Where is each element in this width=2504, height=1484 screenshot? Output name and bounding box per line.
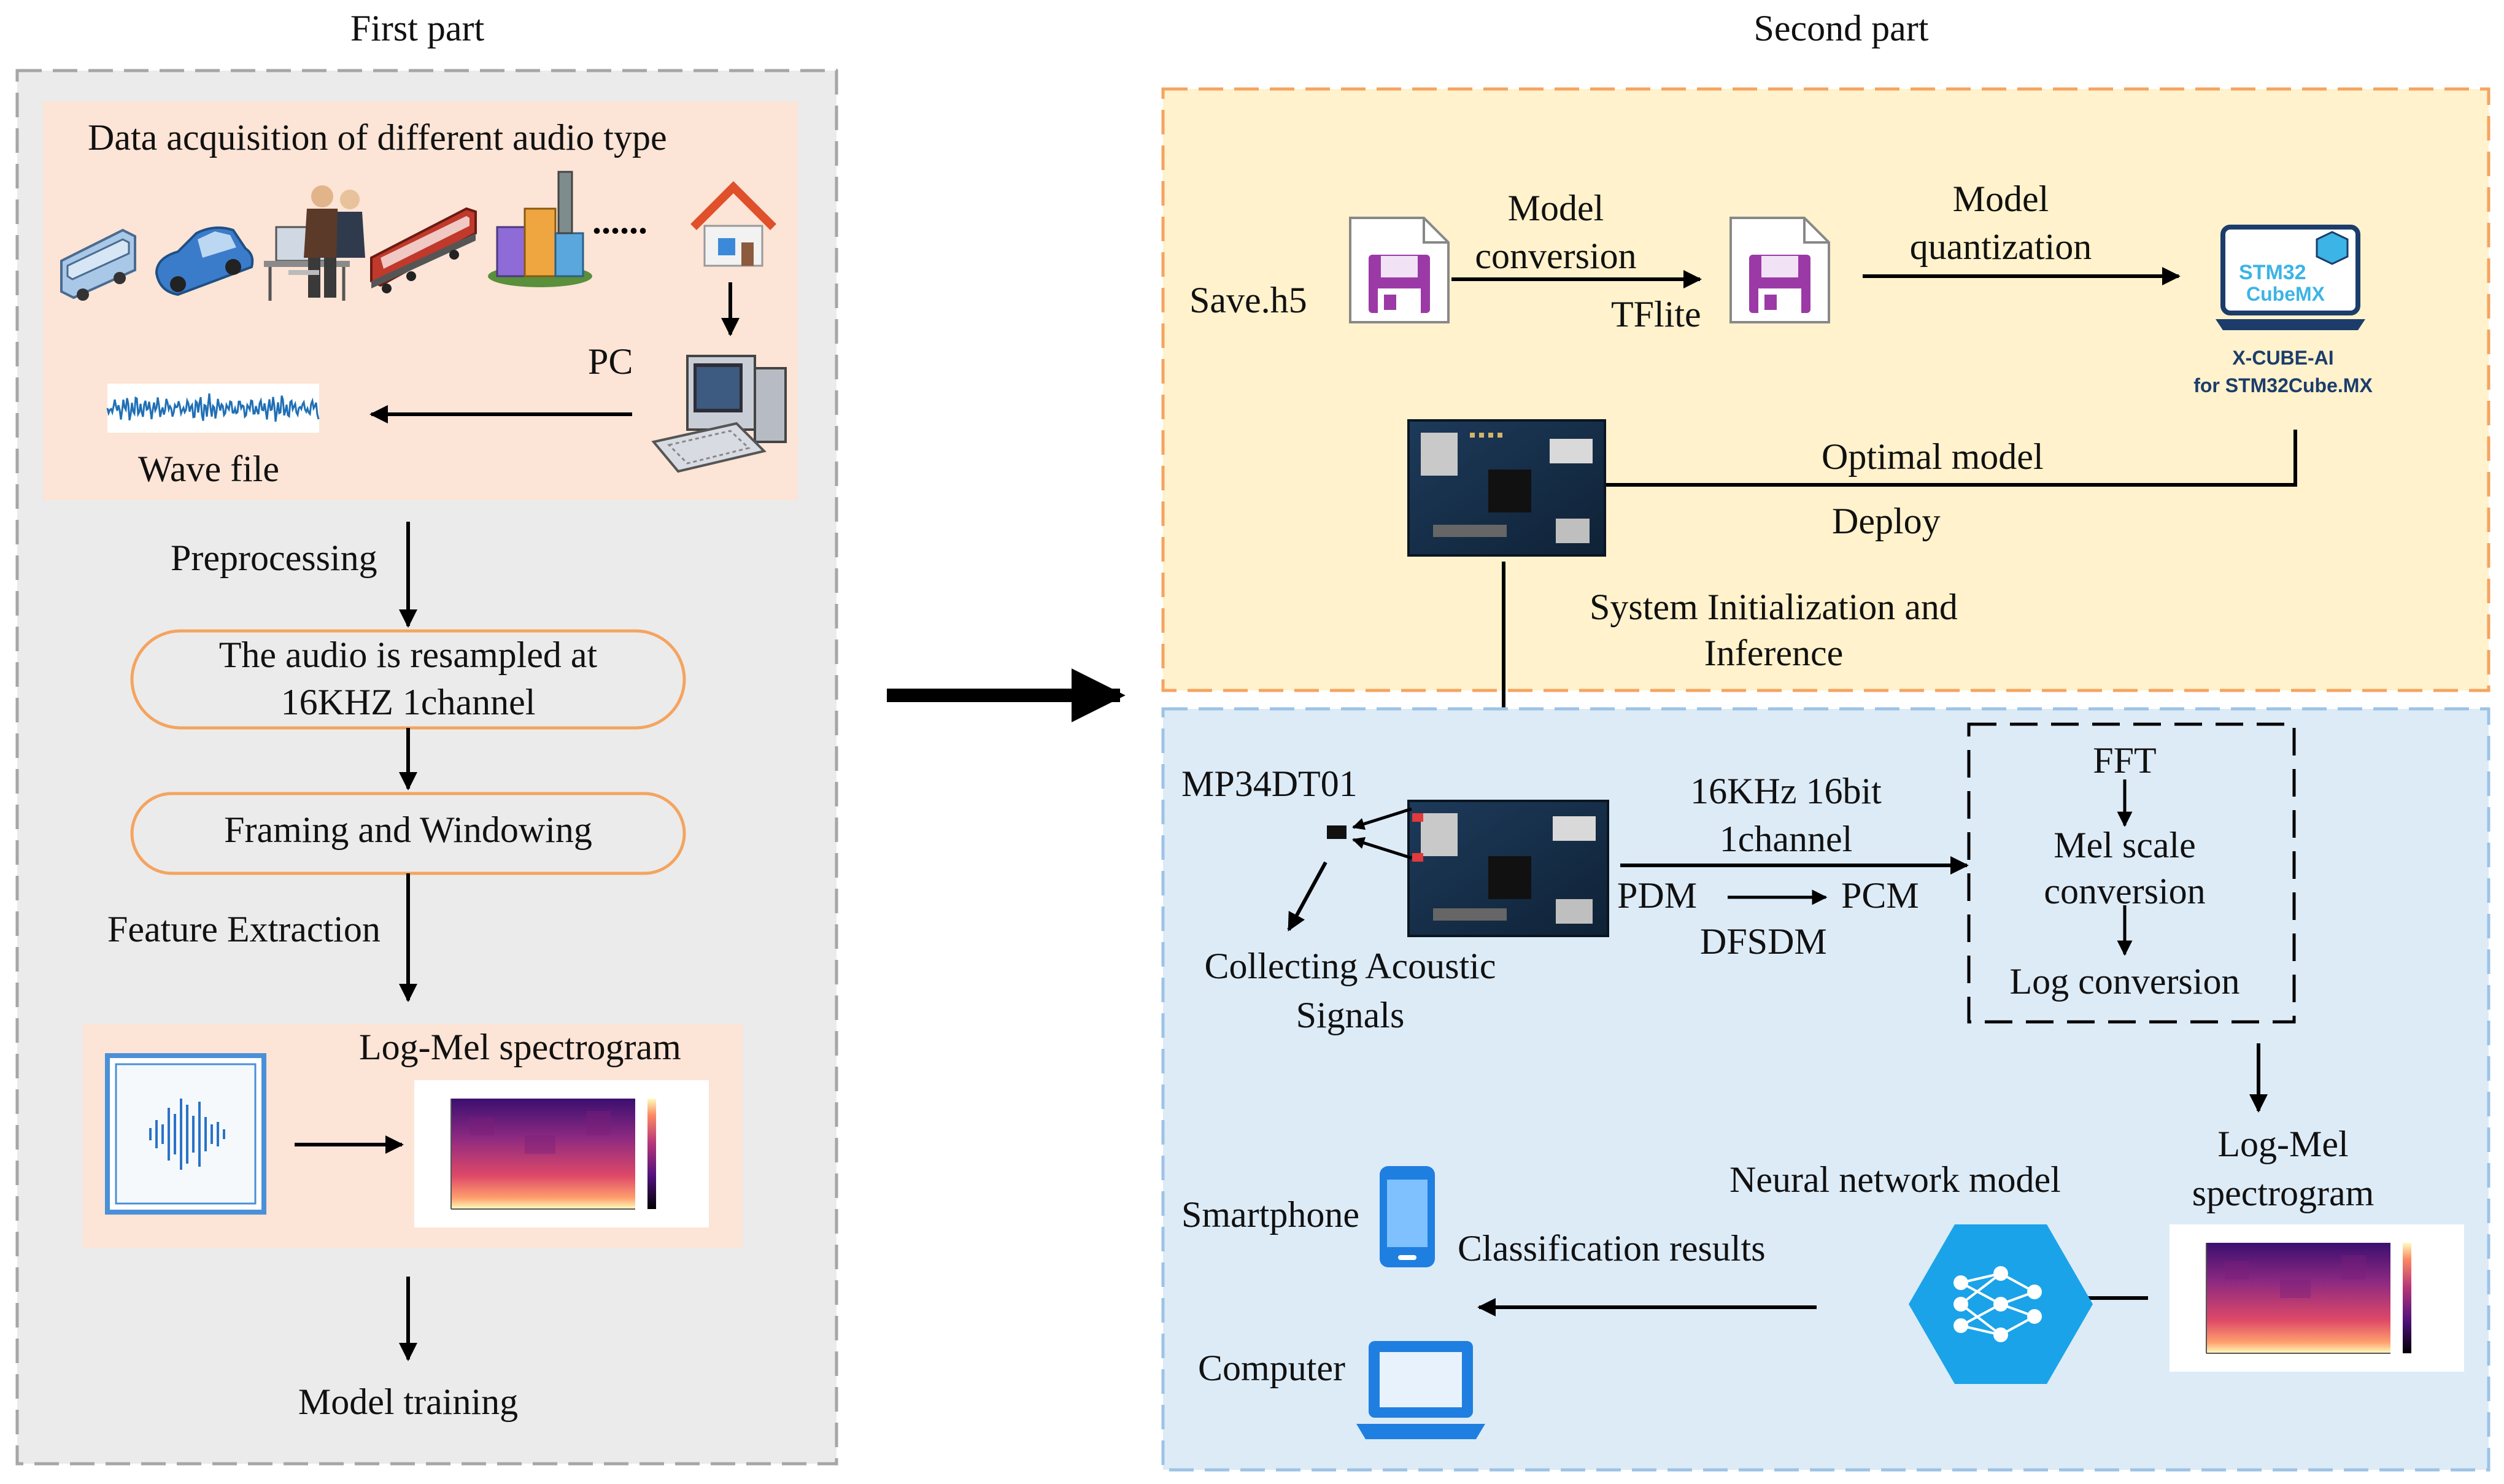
optimal-model-label: Optimal model <box>1822 436 2044 477</box>
pdm-label: PDM <box>1617 875 1698 916</box>
laptop-icon <box>1356 1341 1485 1439</box>
acquisition-box <box>43 101 798 500</box>
collecting-line-1: Collecting Acoustic <box>1204 946 1496 986</box>
tflite-file-icon <box>1729 217 1830 323</box>
spectrogram-icon <box>2170 1224 2464 1372</box>
acquisition-label: Data acquisition of different audio type <box>88 117 667 158</box>
save-h5-label: Save.h5 <box>1189 280 1307 320</box>
h5-file-icon <box>1349 217 1450 323</box>
house-icon <box>690 181 776 267</box>
mic-label: MP34DT01 <box>1181 763 1358 804</box>
model-training-label: Model training <box>298 1382 519 1422</box>
log-conversion-label: Log conversion <box>2009 961 2240 1002</box>
logmel-line-1: Log-Mel <box>2217 1124 2349 1164</box>
mel-scale-line-1: Mel scale <box>2054 825 2196 865</box>
smartphone-label: Smartphone <box>1181 1194 1359 1235</box>
sampling-line-2: 1channel <box>1719 819 1853 859</box>
bus-icon <box>60 228 136 301</box>
model-quantization-line-1: Model <box>1952 179 2049 219</box>
optimal-model-arrow <box>1566 430 2297 494</box>
stm32-logo-text: STM32 <box>2239 261 2306 284</box>
dfsdm-label: DFSDM <box>1700 921 1827 962</box>
second-part-title: Second part <box>1753 8 1929 48</box>
pc-icon <box>651 355 787 473</box>
mel-scale-line-2: conversion <box>2044 871 2206 911</box>
xcube-line-1: X-CUBE-AI <box>2232 347 2334 369</box>
first-part-title: First part <box>350 8 485 48</box>
deployment-panel <box>1161 87 2490 692</box>
fft-label: FFT <box>2093 740 2157 781</box>
resample-line-2: 16KHZ 1channel <box>280 682 536 722</box>
microphone-icon <box>1327 825 1347 839</box>
mic-to-collect-arrow <box>1287 861 1327 932</box>
xcube-line-2: for STM32Cube.MX <box>2193 374 2373 396</box>
pc-label: PC <box>588 341 633 382</box>
smartphone-icon <box>1380 1166 1435 1267</box>
model-quantization-line-2: quantization <box>1909 226 2092 267</box>
feature-processing-box <box>1967 722 2296 1024</box>
board-to-mic-arrow-1 <box>1352 807 1412 830</box>
office-workers-icon <box>264 185 365 301</box>
computer-label: Computer <box>1198 1348 1345 1388</box>
ellipsis-text: ...... <box>592 201 647 241</box>
waveform-icon <box>106 384 320 433</box>
collecting-line-2: Signals <box>1296 995 1405 1035</box>
deploy-label: Deploy <box>1832 501 1941 541</box>
classification-results-label: Classification results <box>1458 1228 1766 1269</box>
model-conversion-line-2: conversion <box>1475 236 1637 276</box>
board-icon <box>1407 419 1606 557</box>
system-init-line-2: Inference <box>1704 633 1844 673</box>
logmel-label: Log-Mel spectrogram <box>359 1027 681 1067</box>
audio-file-icon <box>105 1053 266 1215</box>
framing-label: Framing and Windowing <box>224 810 592 850</box>
wave-file-label: Wave file <box>138 449 280 489</box>
logmel-line-2: spectrogram <box>2192 1173 2375 1213</box>
sampling-line-1: 16KHz 16bit <box>1690 771 1882 811</box>
spectrogram-icon <box>414 1080 709 1227</box>
preprocessing-label: Preprocessing <box>171 538 377 578</box>
board-to-mic-arrow-2 <box>1352 837 1412 860</box>
tflite-label: TFlite <box>1611 294 1701 334</box>
train-icon <box>370 207 477 293</box>
feature-extraction-label: Feature Extraction <box>107 909 381 949</box>
city-buildings-icon <box>488 171 592 287</box>
resample-line-1: The audio is resampled at <box>218 635 598 675</box>
neural-network-icon <box>1909 1224 2093 1384</box>
model-conversion-line-1: Model <box>1507 188 1604 228</box>
pcm-label: PCM <box>1841 875 1919 916</box>
system-init-line-1: System Initialization and <box>1590 587 1958 627</box>
stm32-laptop-icon <box>2216 225 2365 330</box>
board-icon <box>1407 800 1609 937</box>
cubemx-logo-text: CubeMX <box>2246 283 2325 305</box>
neural-network-label: Neural network model <box>1729 1159 2061 1200</box>
car-icon <box>155 226 254 296</box>
